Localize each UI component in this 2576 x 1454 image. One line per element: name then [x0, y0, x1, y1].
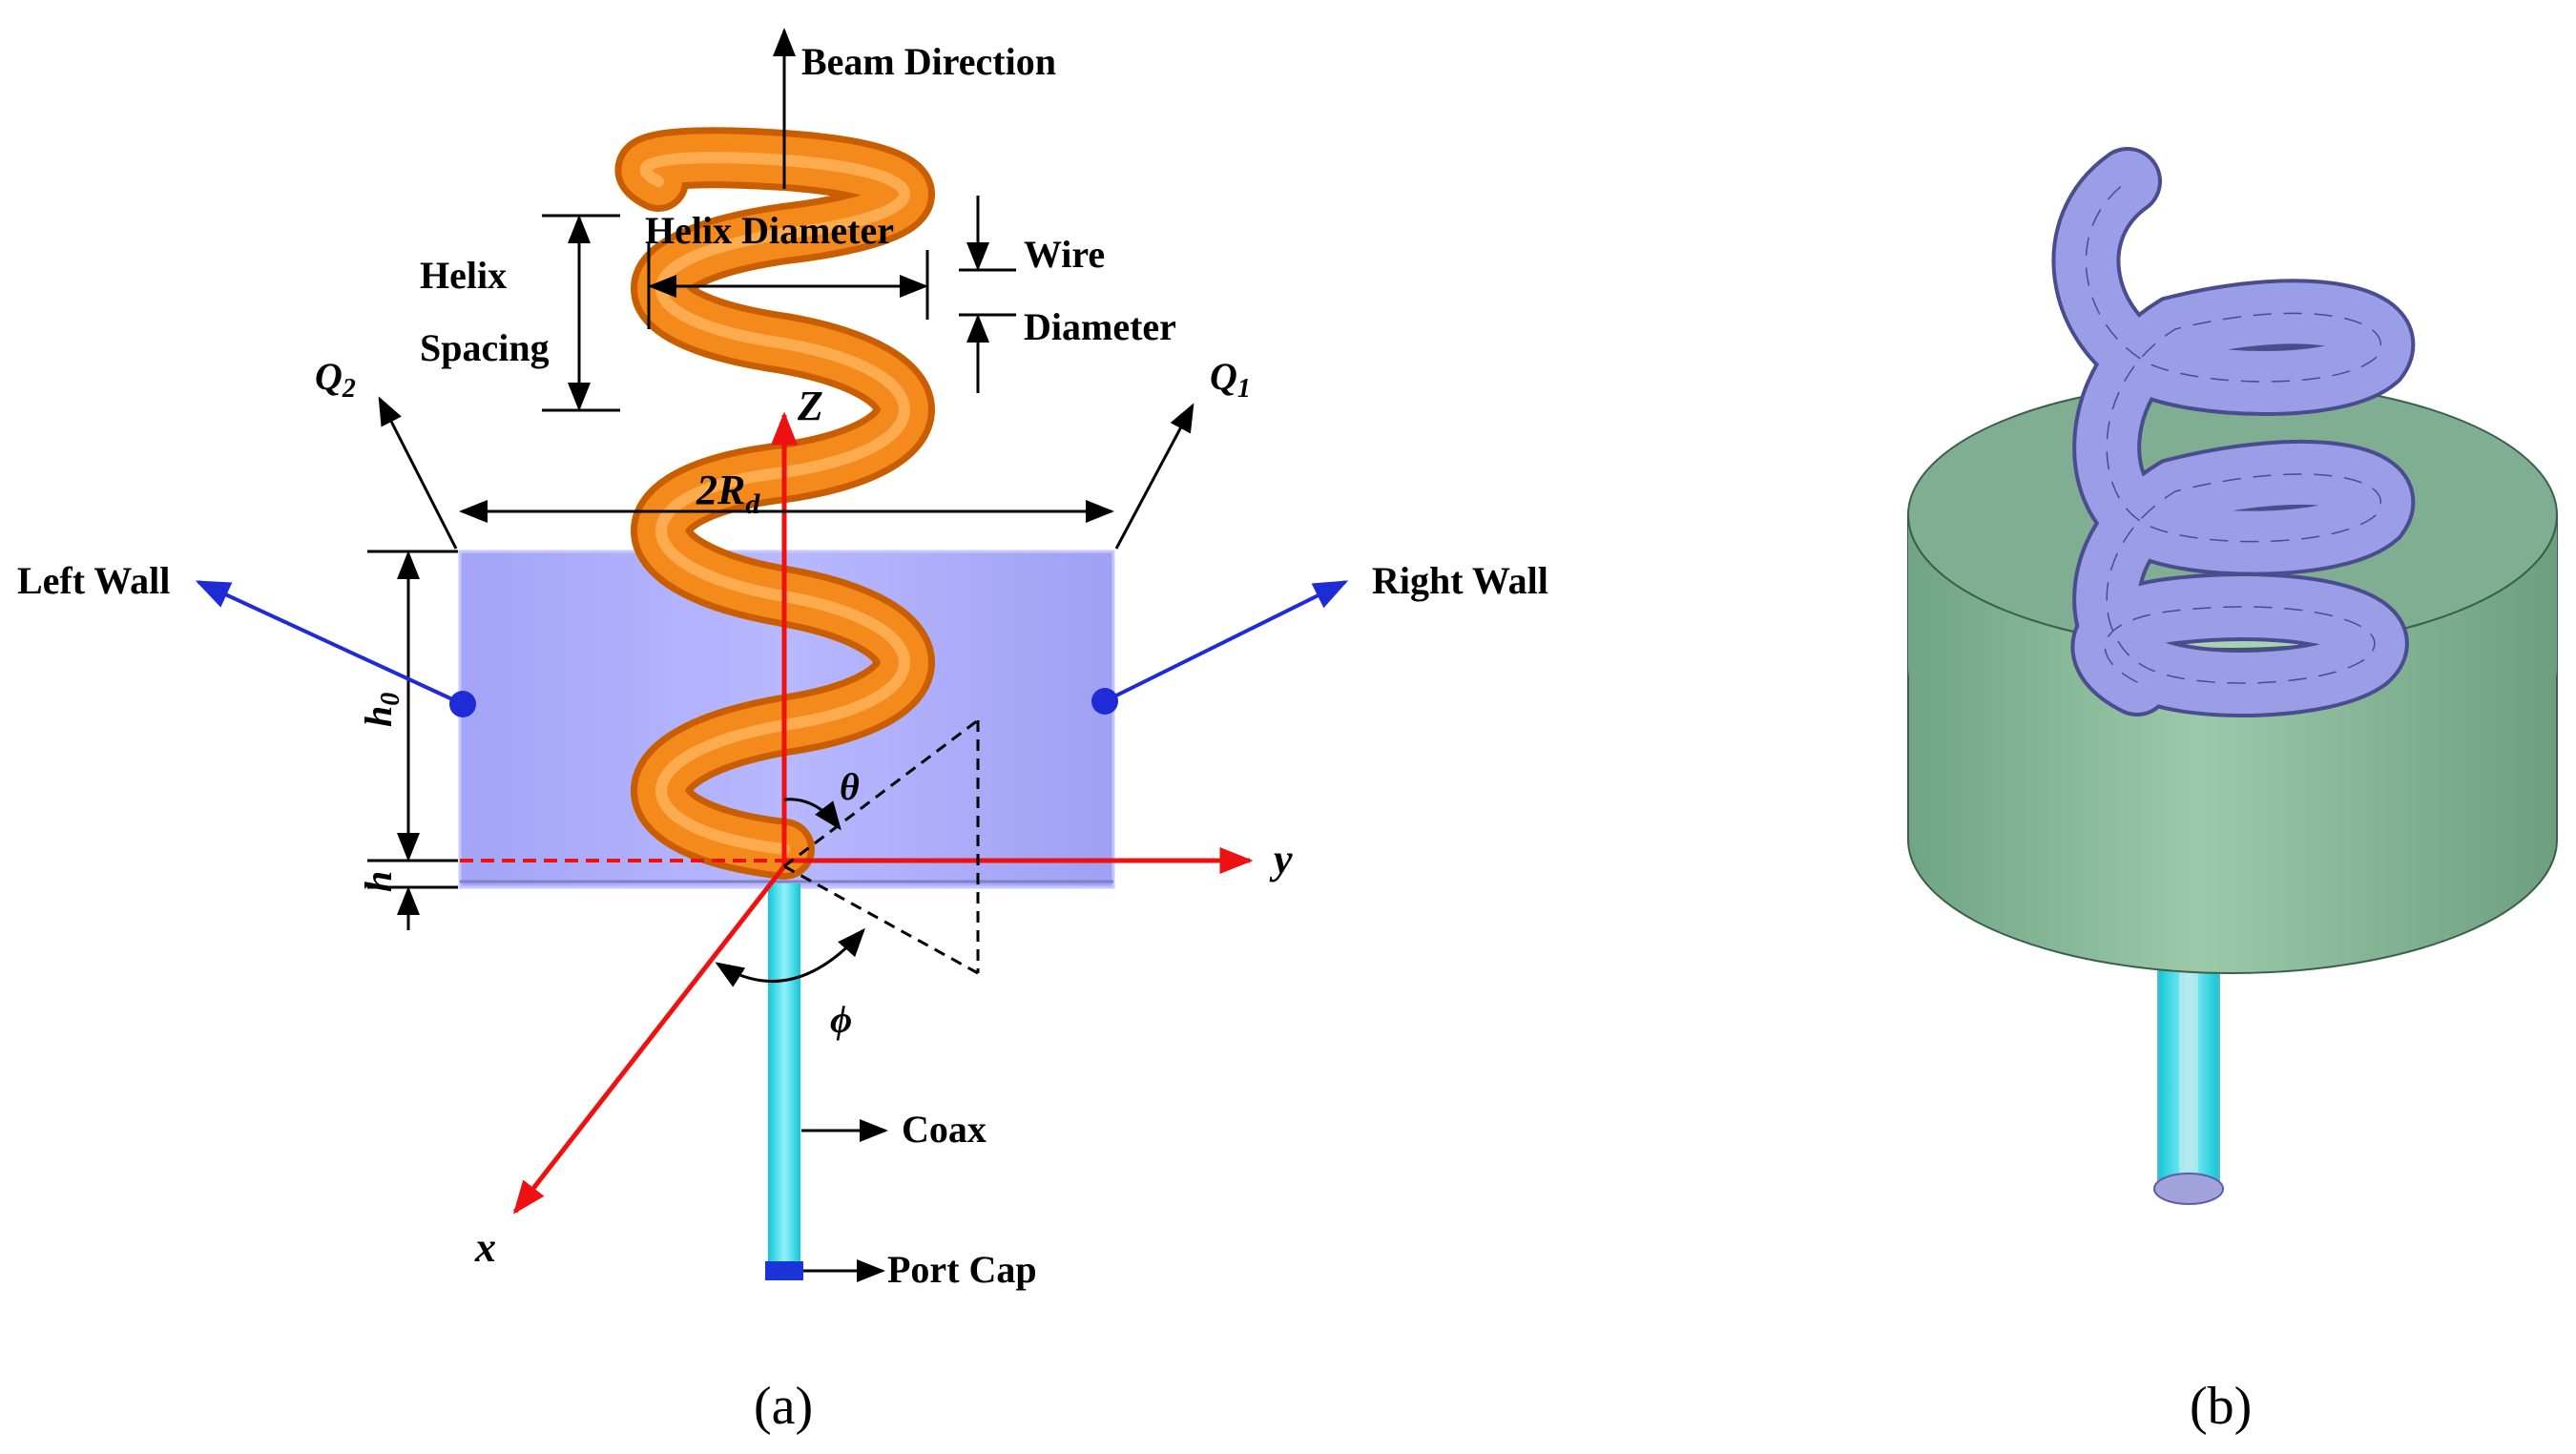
- coax-cable: [768, 883, 800, 1265]
- x-axis-label: x: [474, 1224, 496, 1271]
- h-dimensions: [367, 550, 458, 930]
- q1-label: Q1: [1210, 355, 1251, 404]
- caption-b: (b): [2190, 1377, 2252, 1436]
- phi-label: ϕ: [830, 998, 852, 1041]
- right-wall-arrow: [1104, 580, 1349, 703]
- phi-arc: [715, 927, 865, 987]
- port-cap-3d: [2153, 1173, 2224, 1205]
- coax-label: Coax: [902, 1108, 987, 1151]
- x-axis: [512, 864, 786, 1215]
- helix-diameter-label: Helix Diameter: [645, 209, 894, 252]
- port-cap-label: Port Cap: [887, 1248, 1037, 1291]
- mesh-helix: [2051, 147, 2416, 718]
- panel-b: (b): [1907, 147, 2558, 1436]
- theta-arc: [783, 798, 841, 831]
- theta-label: θ: [840, 765, 860, 808]
- two-rd-label: 2Rd: [696, 467, 760, 520]
- wire-diameter-label: Diameter: [1024, 305, 1176, 348]
- helix-diameter-dimension: [647, 243, 929, 329]
- q2-arrow: [378, 396, 458, 550]
- left-wall-label: Left Wall: [17, 559, 170, 602]
- helix-spacing-dimension: [542, 214, 620, 412]
- helix-spacing-label-2: Spacing: [420, 326, 550, 369]
- left-wall-arrow: [195, 580, 464, 706]
- right-wall-label: Right Wall: [1372, 559, 1548, 602]
- helix: [614, 127, 935, 880]
- beam-direction-label: Beam Direction: [801, 40, 1056, 83]
- h-label: h: [357, 871, 400, 892]
- q1-arrow: [1114, 403, 1195, 550]
- y-axis-label: y: [1269, 836, 1293, 883]
- helix-spacing-label-1: Helix: [420, 254, 507, 297]
- angle-construction: [783, 718, 980, 975]
- wire-label: Wire: [1024, 233, 1105, 276]
- q2-label: Q2: [315, 355, 356, 404]
- panel-a: Beam Direction Helix Diameter Helix Spac…: [17, 28, 1548, 1436]
- h0-label: h0: [357, 693, 405, 727]
- wire-diameter-dimension: [959, 196, 1016, 393]
- port-cap: [765, 1261, 803, 1280]
- z-axis-label: Z: [797, 383, 823, 429]
- caption-a: (a): [754, 1377, 813, 1436]
